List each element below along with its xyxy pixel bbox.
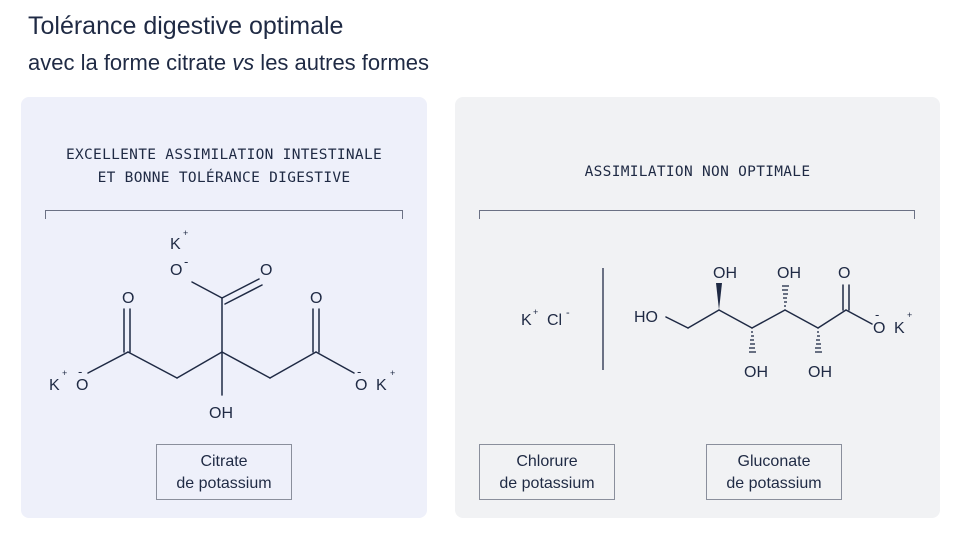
citrate-k-right-charge: + bbox=[390, 368, 395, 378]
wedge-bond-c2 bbox=[716, 283, 722, 310]
subtitle-start: avec la forme citrate bbox=[28, 50, 233, 75]
other-forms-heading: ASSIMILATION NON OPTIMALE bbox=[584, 164, 811, 180]
citrate-k-left: K bbox=[49, 377, 60, 394]
gluconate-label-line1: Gluconate bbox=[737, 453, 811, 470]
kcl-k-charge: + bbox=[533, 307, 538, 317]
kcl-cl-charge: - bbox=[566, 307, 570, 319]
gluconate-o-carbonyl: O bbox=[838, 265, 850, 282]
gluconate-oh-c2: OH bbox=[713, 265, 737, 282]
citrate-atoms: K + O - O O O - K + O O - K + OH bbox=[49, 228, 395, 422]
citrate-k-right: K bbox=[376, 377, 387, 394]
citrate-k-top: K bbox=[170, 236, 181, 253]
subtitle-vs: vs bbox=[232, 50, 255, 75]
other-forms-bracket bbox=[479, 210, 915, 219]
citrate-o-top-charge: - bbox=[184, 254, 188, 269]
gluconate-o-charge: - bbox=[875, 307, 879, 322]
citrate-o-right-charge: - bbox=[357, 364, 361, 379]
citrate-label-line1: Citrate bbox=[200, 453, 248, 470]
gluconate-label: Gluconate de potassium bbox=[706, 444, 842, 500]
page-title: Tolérance digestive optimale bbox=[28, 12, 344, 40]
citrate-o-carbonyl-top: O bbox=[260, 262, 272, 279]
citrate-panel bbox=[21, 97, 427, 518]
citrate-o-carbonyl-left: O bbox=[122, 290, 134, 307]
chlorure-label-line1: Chlorure bbox=[516, 453, 578, 470]
gluconate-atoms: HO OH OH O O - K + OH OH bbox=[634, 265, 912, 381]
citrate-o-minus-top: O bbox=[170, 262, 182, 279]
kcl-cl: Cl bbox=[547, 312, 562, 329]
citrate-o-carbonyl-right: O bbox=[310, 290, 322, 307]
citrate-oh: OH bbox=[209, 405, 233, 422]
subtitle-end: les autres formes bbox=[254, 50, 430, 75]
gluconate-bonds bbox=[665, 284, 873, 329]
citrate-bonds bbox=[87, 278, 355, 396]
gluconate-o-minus: O bbox=[873, 320, 885, 337]
citrate-k-left-charge: + bbox=[62, 368, 67, 378]
other-forms-panel bbox=[455, 97, 940, 518]
citrate-o-minus-left: O bbox=[76, 377, 88, 394]
gluconate-oh-c3: OH bbox=[744, 364, 768, 381]
gluconate-oh-c5: OH bbox=[808, 364, 832, 381]
citrate-heading: EXCELLENTE ASSIMILATION INTESTINALE ET BO… bbox=[21, 144, 427, 190]
gluconate-oh-c4: OH bbox=[777, 265, 801, 282]
citrate-heading-line1: EXCELLENTE ASSIMILATION INTESTINALE bbox=[65, 147, 383, 163]
kcl-k: K bbox=[521, 312, 532, 329]
citrate-heading-line2: ET BONNE TOLÉRANCE DIGESTIVE bbox=[97, 170, 351, 186]
kcl-formula: K + Cl - bbox=[521, 307, 570, 329]
kcl-gluconate-divider bbox=[602, 268, 604, 370]
gluconate-k: K bbox=[894, 320, 905, 337]
citrate-label: Citrate de potassium bbox=[156, 444, 292, 500]
citrate-o-left-charge: - bbox=[78, 364, 82, 379]
gluconate-k-charge: + bbox=[907, 310, 912, 320]
gluconate-ho: HO bbox=[634, 309, 658, 326]
gluconate-label-line2: de potassium bbox=[726, 475, 822, 492]
gluconate-stereo bbox=[716, 283, 822, 353]
citrate-o-minus-right: O bbox=[355, 377, 367, 394]
citrate-k-top-charge: + bbox=[183, 228, 188, 238]
chlorure-label: Chlorure de potassium bbox=[479, 444, 615, 500]
citrate-label-line2: de potassium bbox=[176, 475, 272, 492]
page-subtitle: avec la forme citrate vs les autres form… bbox=[28, 50, 429, 76]
citrate-bracket bbox=[45, 210, 403, 219]
chlorure-label-line2: de potassium bbox=[499, 475, 595, 492]
